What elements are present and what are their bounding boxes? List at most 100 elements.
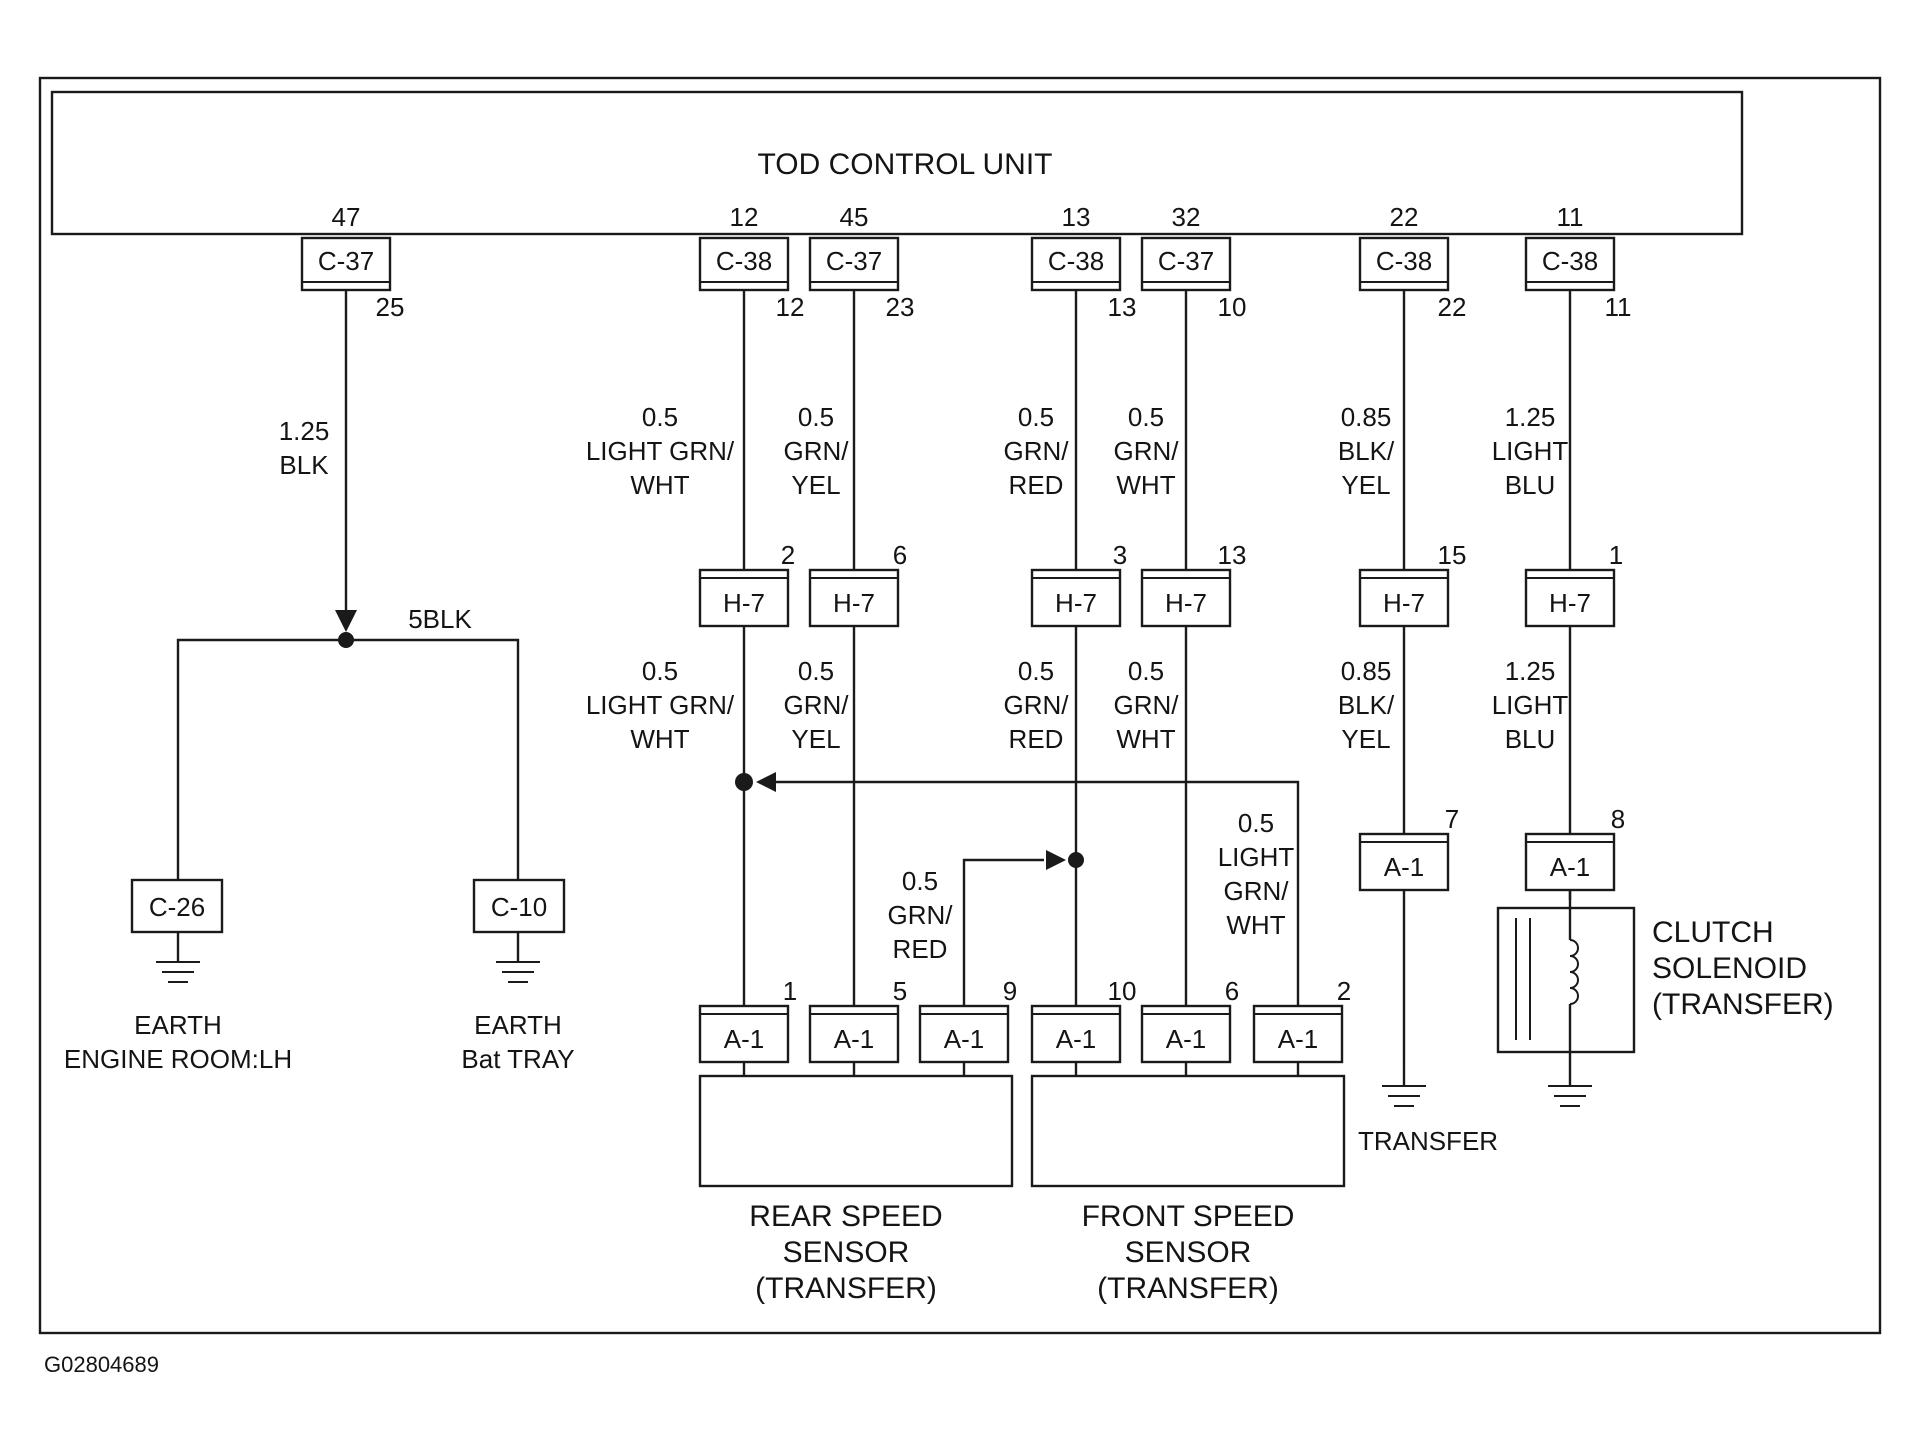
- ground-circuit: 1.25 BLK 5BLK C-26 EARTH ENGINE ROOM:LH …: [64, 290, 575, 1074]
- connector-a1-1: A-1 1: [698, 976, 797, 1064]
- svg-text:GRN/: GRN/: [1114, 436, 1180, 466]
- svg-text:A-1: A-1: [1550, 852, 1590, 882]
- svg-text:SENSOR: SENSOR: [783, 1236, 910, 1269]
- wire-label-upper-lgw: 0.5 LIGHT GRN/ WHT: [586, 402, 735, 500]
- svg-text:CLUTCH: CLUTCH: [1652, 916, 1774, 949]
- ecu-pin-47: 47 C-37 25: [300, 202, 405, 322]
- connector-pin-number: 13: [1108, 292, 1137, 322]
- svg-text:LIGHT GRN/: LIGHT GRN/: [586, 436, 735, 466]
- svg-text:5: 5: [893, 976, 907, 1006]
- wire-label-upper-gw: 0.5 GRN/ WHT: [1114, 402, 1180, 500]
- svg-text:1.25: 1.25: [1505, 402, 1556, 432]
- svg-text:(TRANSFER): (TRANSFER): [1652, 988, 1834, 1021]
- connector-pin-number: 25: [376, 292, 405, 322]
- svg-text:FRONT SPEED: FRONT SPEED: [1082, 1200, 1295, 1233]
- svg-text:13: 13: [1218, 540, 1247, 570]
- diagram-frame: [38, 76, 1882, 1335]
- ecu-pin-number: 45: [840, 202, 869, 232]
- connector-label: C-10: [491, 892, 547, 922]
- connector-label: C-26: [149, 892, 205, 922]
- svg-text:H-7: H-7: [833, 588, 875, 618]
- svg-text:GRN/: GRN/: [1114, 690, 1180, 720]
- wire-lgw-branch: [776, 780, 1300, 1006]
- svg-text:BLK/: BLK/: [1338, 436, 1395, 466]
- ecu-pin-22: 22 C-38 22: [1358, 202, 1467, 322]
- svg-text:WHT: WHT: [630, 724, 689, 754]
- ecu-pin-45: 45 C-37 23: [808, 202, 914, 322]
- svg-text:WHT: WHT: [1116, 470, 1175, 500]
- connector-a1-2: A-1 2: [1252, 976, 1351, 1064]
- svg-text:(TRANSFER): (TRANSFER): [755, 1272, 937, 1305]
- front-speed-sensor: FRONT SPEED SENSOR (TRANSFER): [1030, 1074, 1346, 1305]
- wire-size: 1.25: [279, 416, 330, 446]
- svg-text:GRN/: GRN/: [1224, 876, 1290, 906]
- arrow-icon: [756, 772, 776, 792]
- svg-text:0.5: 0.5: [642, 656, 678, 686]
- wire-label-lower-gw: 0.5 GRN/ WHT: [1114, 656, 1180, 754]
- svg-text:15: 15: [1438, 540, 1467, 570]
- clutch-solenoid: CLUTCH SOLENOID (TRANSFER): [1496, 890, 1834, 1107]
- svg-text:GRN/: GRN/: [1004, 690, 1070, 720]
- svg-text:LIGHT: LIGHT: [1492, 436, 1569, 466]
- connector-label: C-38: [716, 246, 772, 276]
- connector-pin-number: 12: [776, 292, 805, 322]
- svg-text:BLK/: BLK/: [1338, 690, 1395, 720]
- ecu-pin-number: 11: [1557, 202, 1584, 232]
- earth-location: Bat TRAY: [461, 1044, 574, 1074]
- ecu-pin-13: 13 C-38 13: [1030, 202, 1137, 322]
- connector-label: C-38: [1048, 246, 1104, 276]
- svg-text:0.5: 0.5: [1018, 402, 1054, 432]
- diagram-code: G02804689: [44, 1352, 159, 1377]
- svg-text:A-1: A-1: [834, 1024, 874, 1054]
- svg-text:A-1: A-1: [1278, 1024, 1318, 1054]
- svg-text:A-1: A-1: [724, 1024, 764, 1054]
- earth-location: ENGINE ROOM:LH: [64, 1044, 292, 1074]
- wire-label-upper-lb: 1.25 LIGHT BLU: [1492, 402, 1569, 500]
- svg-text:6: 6: [1225, 976, 1239, 1006]
- svg-text:GRN/: GRN/: [888, 900, 954, 930]
- svg-text:SENSOR: SENSOR: [1125, 1236, 1252, 1269]
- ground-symbol-icon: [156, 961, 200, 983]
- svg-text:A-1: A-1: [944, 1024, 984, 1054]
- connector-c26: [130, 878, 224, 934]
- connector-h7-6: H-7 6: [808, 540, 907, 628]
- wire-label-upper-gy: 0.5 GRN/ YEL: [784, 402, 850, 500]
- arrow-icon: [1046, 850, 1066, 870]
- wire-ground-split: [176, 638, 520, 890]
- wire-label-lower-gy: 0.5 GRN/ YEL: [784, 656, 850, 754]
- connector-h7-13: H-7 13: [1140, 540, 1247, 628]
- svg-text:0.5: 0.5: [1128, 656, 1164, 686]
- wire-red-branch: [962, 858, 1044, 1006]
- ecu-pin-12: 12 C-38 12: [698, 202, 805, 322]
- earth-label: EARTH: [474, 1010, 562, 1040]
- svg-text:LIGHT: LIGHT: [1492, 690, 1569, 720]
- svg-text:H-7: H-7: [723, 588, 765, 618]
- svg-text:WHT: WHT: [1116, 724, 1175, 754]
- transfer-label: TRANSFER: [1358, 1126, 1498, 1156]
- svg-text:H-7: H-7: [1549, 588, 1591, 618]
- svg-text:(TRANSFER): (TRANSFER): [1097, 1272, 1279, 1305]
- connector-a1-8: A-1 8: [1524, 804, 1625, 892]
- wire-label-upper-gr: 0.5 GRN/ RED: [1004, 402, 1070, 500]
- splice-point: [1068, 852, 1084, 868]
- splice-red-rear: 0.5 GRN/ RED: [888, 850, 1084, 1006]
- svg-text:REAR SPEED: REAR SPEED: [749, 1200, 942, 1233]
- svg-text:H-7: H-7: [1165, 588, 1207, 618]
- wire-label-lower-lb: 1.25 LIGHT BLU: [1492, 656, 1569, 754]
- svg-text:LIGHT: LIGHT: [1218, 842, 1295, 872]
- svg-text:A-1: A-1: [1056, 1024, 1096, 1054]
- wire-label-lower-by: 0.85 BLK/ YEL: [1338, 656, 1395, 754]
- ecu-pin-number: 13: [1062, 202, 1091, 232]
- svg-text:H-7: H-7: [1055, 588, 1097, 618]
- wire-label-upper-by: 0.85 BLK/ YEL: [1338, 402, 1395, 500]
- connector-pin-number: 22: [1438, 292, 1467, 322]
- svg-text:GRN/: GRN/: [1004, 436, 1070, 466]
- svg-text:YEL: YEL: [1341, 470, 1390, 500]
- svg-text:A-1: A-1: [1166, 1024, 1206, 1054]
- svg-text:1: 1: [783, 976, 797, 1006]
- ecu-pin-number: 32: [1172, 202, 1201, 232]
- svg-text:GRN/: GRN/: [784, 436, 850, 466]
- splice-wire-label: 5BLK: [408, 604, 472, 634]
- connector-label: C-38: [1376, 246, 1432, 276]
